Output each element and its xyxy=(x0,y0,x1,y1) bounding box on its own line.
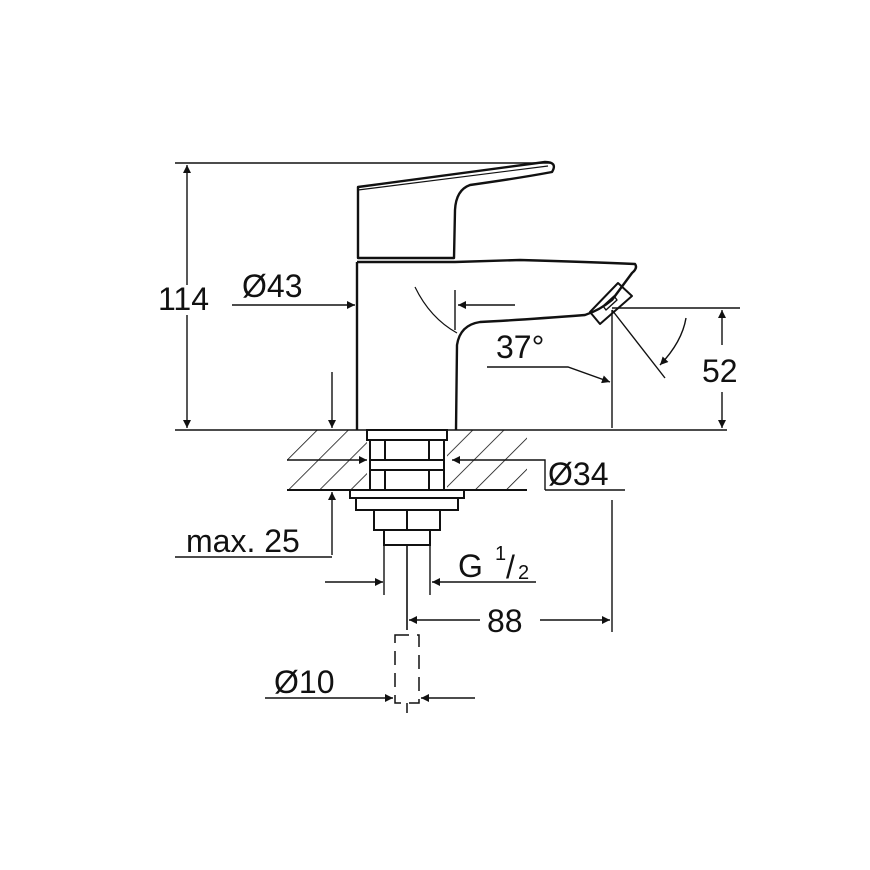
spout xyxy=(355,258,638,431)
faucet-body xyxy=(355,160,638,431)
thread-slash: / xyxy=(506,549,515,585)
dimension-lines xyxy=(175,162,740,702)
label-body-diameter: Ø43 xyxy=(242,268,302,304)
countertop-section xyxy=(175,429,727,491)
label-spout-height: 52 xyxy=(702,353,738,389)
label-max-thickness: max. 25 xyxy=(186,523,300,559)
label-spout-angle: 37° xyxy=(496,329,544,365)
label-reach: 88 xyxy=(487,603,523,639)
label-overall-height: 114 xyxy=(158,281,209,317)
dimension-labels: 114 Ø43 37° 52 Ø34 max. 25 G 1 / 2 88 Ø1… xyxy=(158,268,738,700)
lever-handle xyxy=(356,160,556,260)
aerator xyxy=(589,282,633,325)
thread-numerator: 1 xyxy=(495,543,506,565)
thread-letter: G xyxy=(458,548,483,584)
label-pipe-diameter: Ø10 xyxy=(274,664,334,700)
label-hole-diameter: Ø34 xyxy=(548,456,608,492)
mounting-hardware xyxy=(349,429,465,630)
thread-denominator: 2 xyxy=(518,562,529,584)
label-thread: G 1 / 2 xyxy=(458,543,529,585)
supply-pipe xyxy=(394,634,420,713)
